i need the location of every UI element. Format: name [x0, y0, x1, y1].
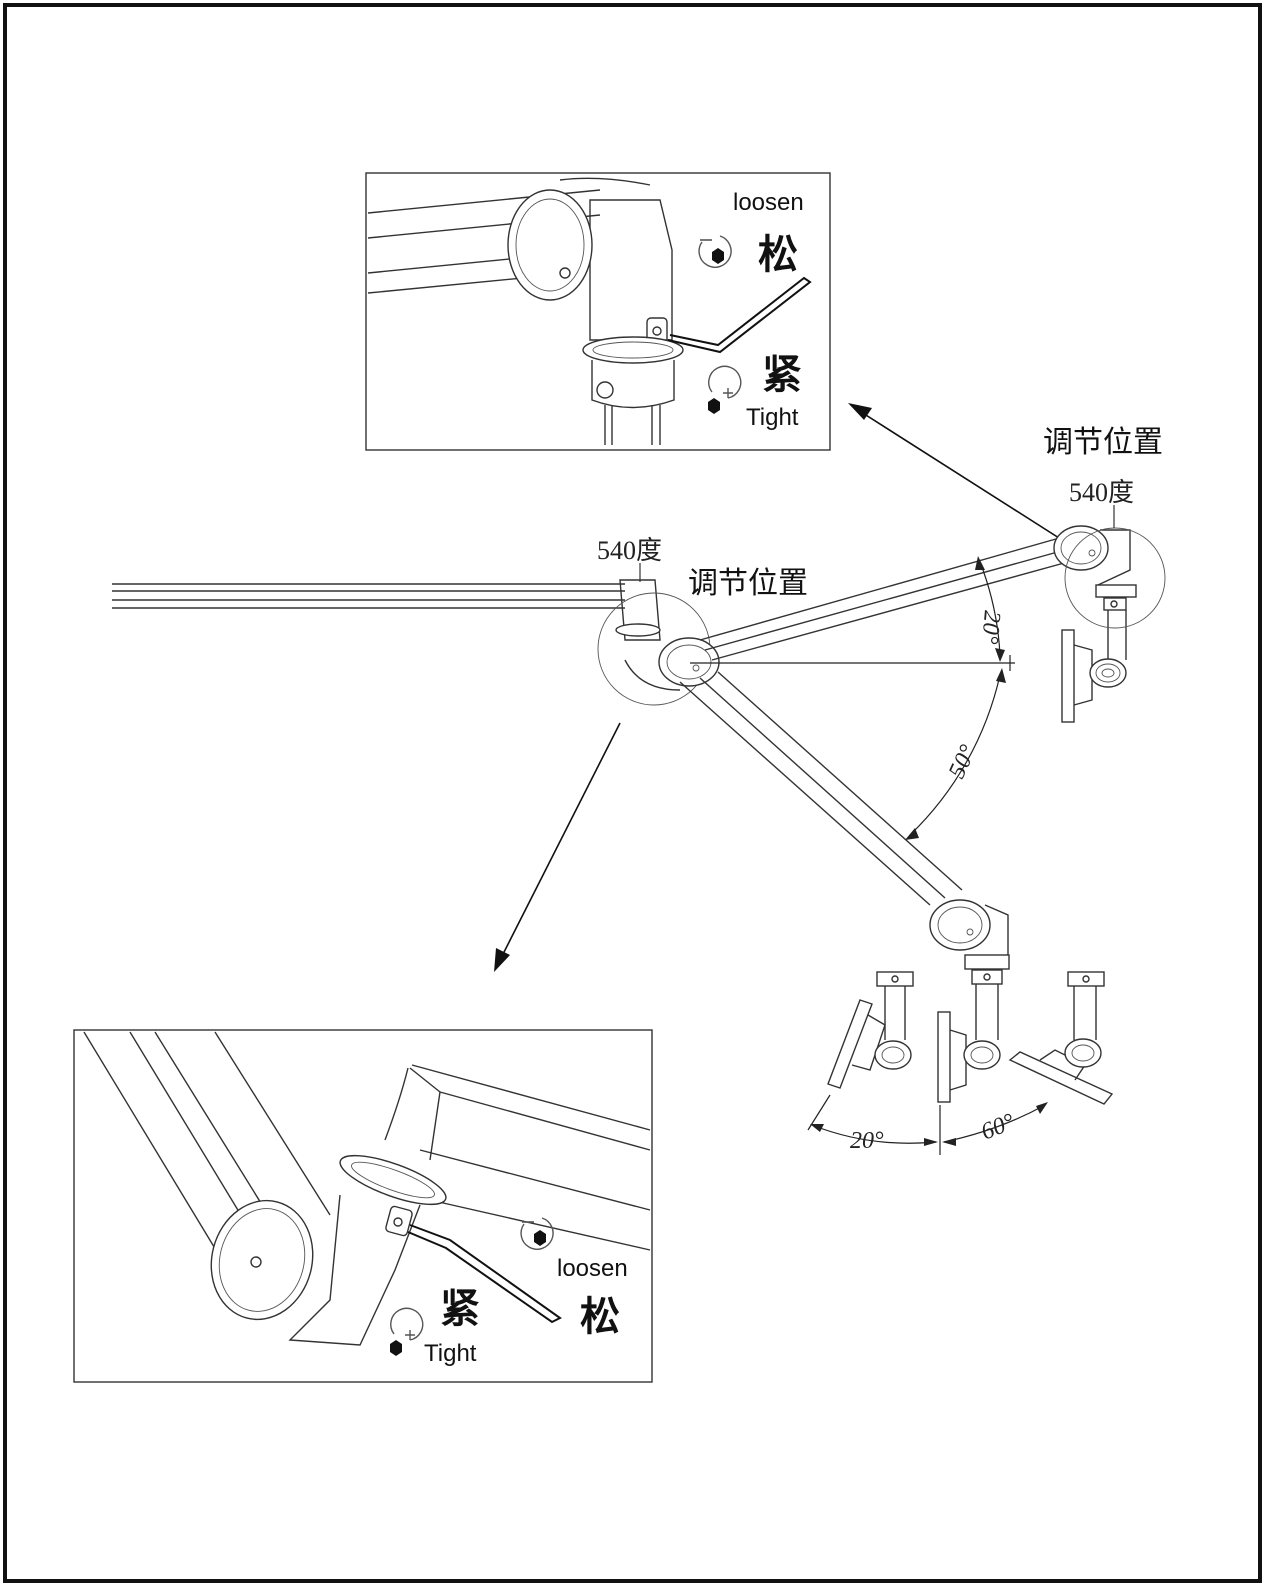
angle-tilt-right-label: 60° [978, 1109, 1019, 1146]
angle-lower-arm [905, 668, 1006, 840]
angle-tilt-left-label: 20° [850, 1128, 884, 1154]
angle-upper-arm-label: 20° [976, 609, 1005, 645]
main-arm [112, 534, 1076, 906]
tight-icon-top [708, 365, 742, 414]
right-joint [1053, 525, 1166, 723]
tight-label-en-top: Tight [746, 404, 799, 431]
page-border [3, 3, 1262, 1583]
loosen-label-cn-bottom: 松 [580, 1294, 620, 1340]
rotation-label-left: 540度 [597, 536, 662, 565]
loosen-label-en-bottom: loosen [557, 1255, 628, 1282]
tight-label-en-bottom: Tight [424, 1340, 477, 1367]
detail-box-bottom [73, 1029, 653, 1383]
tilt-mount-right [1008, 971, 1114, 1105]
angle-tilt [807, 1094, 1048, 1155]
bottom-joint [929, 899, 1010, 1040]
tight-label-cn-top: 紧 [762, 352, 802, 398]
adjust-position-label-left: 调节位置 [688, 566, 808, 601]
adjust-position-label-right: 调节位置 [1043, 425, 1163, 460]
loosen-label-cn-top: 松 [758, 232, 798, 278]
loosen-label-en-top: loosen [733, 189, 804, 216]
tight-icon-bottom [390, 1307, 424, 1356]
loosen-icon-top [698, 235, 732, 268]
loosen-icon-bottom [520, 1217, 554, 1250]
angle-lower-arm-label: 50° [944, 741, 982, 783]
tight-label-cn-bottom: 紧 [440, 1286, 480, 1332]
detail-box-top [365, 172, 831, 451]
pointer-arrow-top [848, 403, 1071, 546]
tilt-mount-left [827, 971, 914, 1089]
rotation-label-right: 540度 [1069, 478, 1134, 507]
angle-upper-arm [975, 556, 1005, 662]
tilt-mount-center [937, 1011, 1001, 1103]
pointer-arrow-bottom [494, 722, 621, 972]
